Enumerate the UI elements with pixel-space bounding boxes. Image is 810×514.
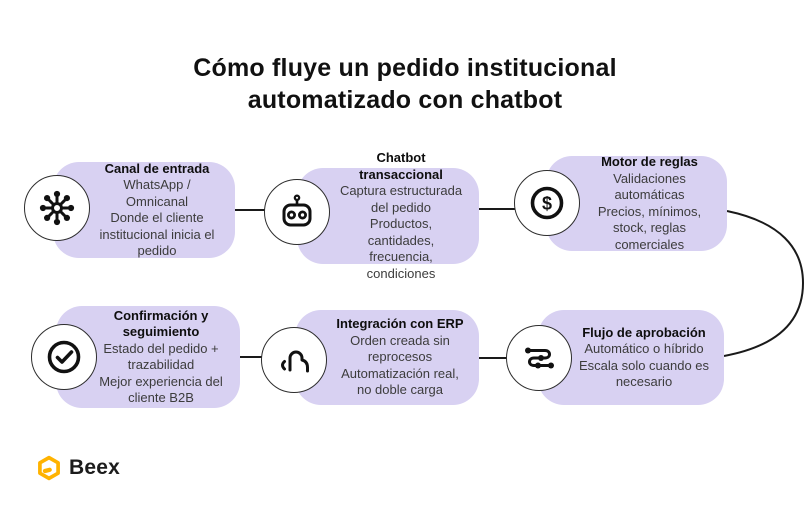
- card-title: Chatbot transaccional: [359, 150, 443, 182]
- dollar-icon: $: [514, 170, 580, 236]
- route-icon: [506, 325, 572, 391]
- check-circle-icon: [31, 324, 97, 390]
- card-body-line: Productos, cantidades, frecuencia, condi…: [366, 216, 436, 281]
- beex-logo: Beex: [36, 455, 120, 481]
- page-title-line2: automatizado con chatbot: [247, 86, 563, 114]
- card-body-line: Orden creada sin reprocesos: [350, 332, 450, 365]
- card-body-line: Mejor experiencia del cliente B2B: [99, 373, 223, 406]
- page-title: Cómo fluye un pedido institucional autom…: [0, 52, 810, 116]
- card-body-line: Donde el cliente institucional inicia el…: [99, 210, 215, 258]
- robot-icon: [264, 179, 330, 245]
- card-chatbot-transaccional: Chatbot transaccional Captura estructura…: [297, 150, 479, 281]
- card-body-line: Estado del pedido + trazabilidad: [103, 340, 219, 373]
- page-title-line1: Cómo fluye un pedido institucional: [193, 54, 617, 82]
- card-body-line: WhatsApp / Omnicanal: [123, 177, 191, 209]
- hub-network-icon: [24, 175, 90, 241]
- card-title: Confirmación y seguimiento: [113, 307, 209, 340]
- card-body-line: Automatización real, no doble carga: [341, 365, 459, 398]
- beex-logo-icon: [38, 455, 60, 481]
- card-body-line: Validaciones automáticas: [613, 170, 686, 203]
- card-body-line: Automático o híbrido: [584, 341, 704, 356]
- dollar-glyph: $: [542, 194, 552, 214]
- card-body-line: Captura estructurada del pedido: [339, 183, 463, 215]
- card-body-line: Escala solo cuando es necesario: [578, 357, 710, 390]
- beex-logo-text: Beex: [69, 456, 121, 479]
- card-title: Canal de entrada: [104, 160, 210, 176]
- tap-hand-icon: [261, 327, 327, 393]
- card-title: Integración con ERP: [336, 316, 464, 332]
- card-title: Flujo de aprobación: [582, 324, 706, 340]
- card-title: Motor de reglas: [601, 154, 698, 169]
- card-body-line: Precios, mínimos, stock, reglas comercia…: [597, 203, 702, 252]
